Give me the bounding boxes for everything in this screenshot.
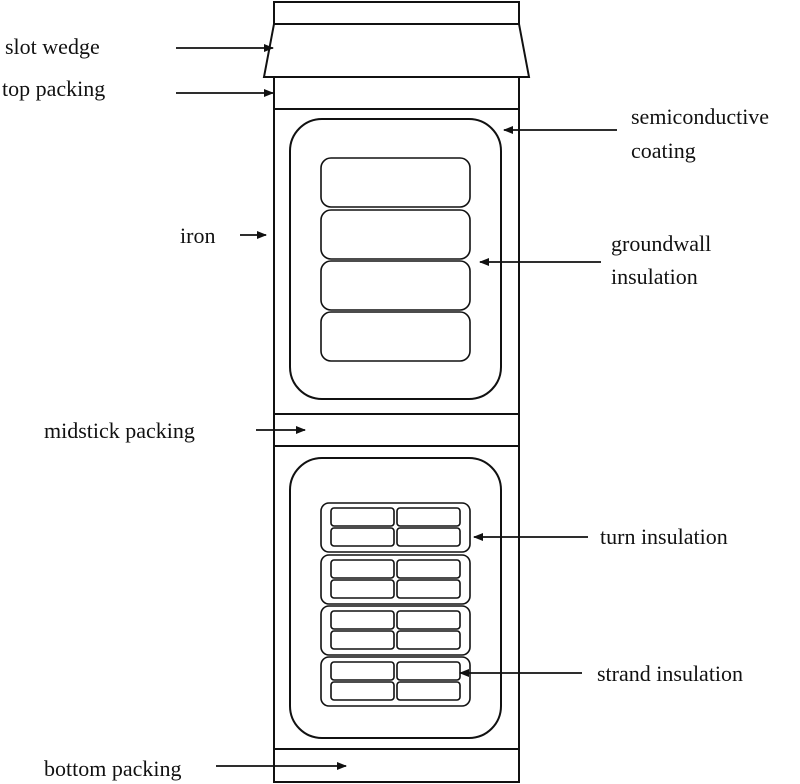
label-semiconductive: semiconductive	[631, 104, 769, 129]
bottom-coil	[289, 457, 502, 739]
slot-body	[273, 1, 520, 783]
strand-1-1-2	[396, 507, 461, 527]
label-bottom-packing: bottom packing	[44, 756, 181, 781]
label-slot-wedge: slot wedge	[5, 34, 100, 59]
strand-2-1-2	[396, 559, 461, 579]
strand-4-1-1	[330, 661, 395, 681]
strand-3-2-1	[330, 630, 395, 650]
label-turn-insulation: turn insulation	[600, 524, 728, 549]
labels: slot wedge top packing semiconductive co…	[2, 34, 769, 781]
top-coil-conductor-2	[320, 209, 471, 260]
top-coil-conductor-3	[320, 260, 471, 311]
turn-1	[320, 502, 471, 553]
arrows	[176, 44, 617, 770]
strand-2-2-1	[330, 579, 395, 599]
top-coil-conductor-1	[320, 157, 471, 208]
turn-3	[320, 605, 471, 656]
strand-4-2-1	[330, 681, 395, 701]
label-insulation: insulation	[611, 264, 698, 289]
strand-1-2-1	[330, 527, 395, 547]
strand-3-2-2	[396, 630, 461, 650]
strand-1-1-1	[330, 507, 395, 527]
strand-2-1-1	[330, 559, 395, 579]
label-iron: iron	[180, 223, 215, 248]
slot-outline	[262, 1, 531, 783]
top-coil-conductor-4	[320, 311, 471, 362]
strand-4-2-2	[396, 681, 461, 701]
strand-2-2-2	[396, 579, 461, 599]
label-coating: coating	[631, 138, 696, 163]
turn-2	[320, 554, 471, 605]
strand-1-2-2	[396, 527, 461, 547]
turn-4	[320, 656, 471, 707]
top-coil	[289, 118, 502, 400]
label-strand-insulation: strand insulation	[597, 661, 743, 686]
label-groundwall: groundwall	[611, 231, 711, 256]
strand-3-1-2	[396, 610, 461, 630]
label-midstick-packing: midstick packing	[44, 418, 195, 443]
strand-4-1-2	[396, 661, 461, 681]
label-top-packing: top packing	[2, 76, 105, 101]
slot-wedge-shape	[262, 23, 531, 78]
strand-3-1-1	[330, 610, 395, 630]
bottom-coil-groundwall	[289, 457, 502, 739]
top-coil-groundwall	[289, 118, 502, 400]
